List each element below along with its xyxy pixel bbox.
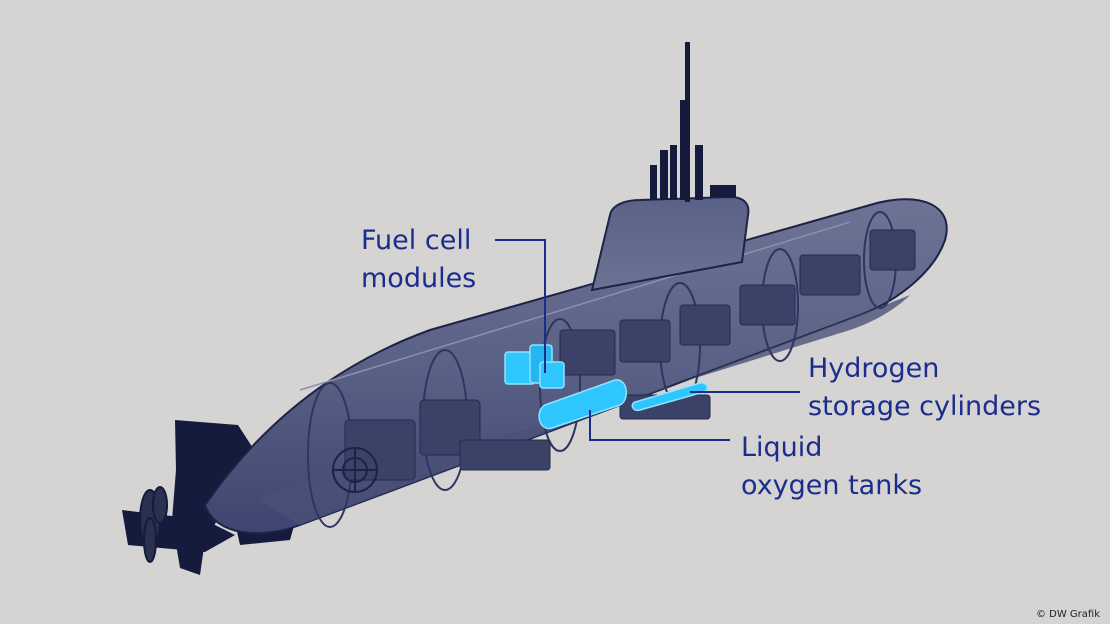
- internal-machinery: [344, 229, 916, 481]
- label-line: modules: [361, 263, 477, 294]
- liquid-oxygen-tanks: [538, 379, 627, 430]
- label-line: Liquid: [741, 432, 823, 463]
- label-line: oxygen tanks: [741, 470, 923, 501]
- image-credit: © DW Grafik: [1035, 609, 1100, 620]
- label-line: storage cylinders: [808, 391, 1042, 422]
- turbine-wheel: [332, 447, 378, 493]
- masts: [650, 42, 736, 202]
- label-hydrogen-storage: Hydrogen storage cylinders: [808, 350, 1041, 426]
- keel: [260, 295, 910, 525]
- label-line: Hydrogen: [808, 353, 940, 384]
- leader-lines: [495, 239, 800, 441]
- propeller: [139, 486, 168, 563]
- label-liquid-oxygen: Liquid oxygen tanks: [741, 429, 922, 505]
- fuel-cell-modules: [504, 344, 565, 389]
- label-fuel-cell-modules: Fuel cell modules: [361, 222, 476, 298]
- label-line: Fuel cell: [361, 225, 472, 256]
